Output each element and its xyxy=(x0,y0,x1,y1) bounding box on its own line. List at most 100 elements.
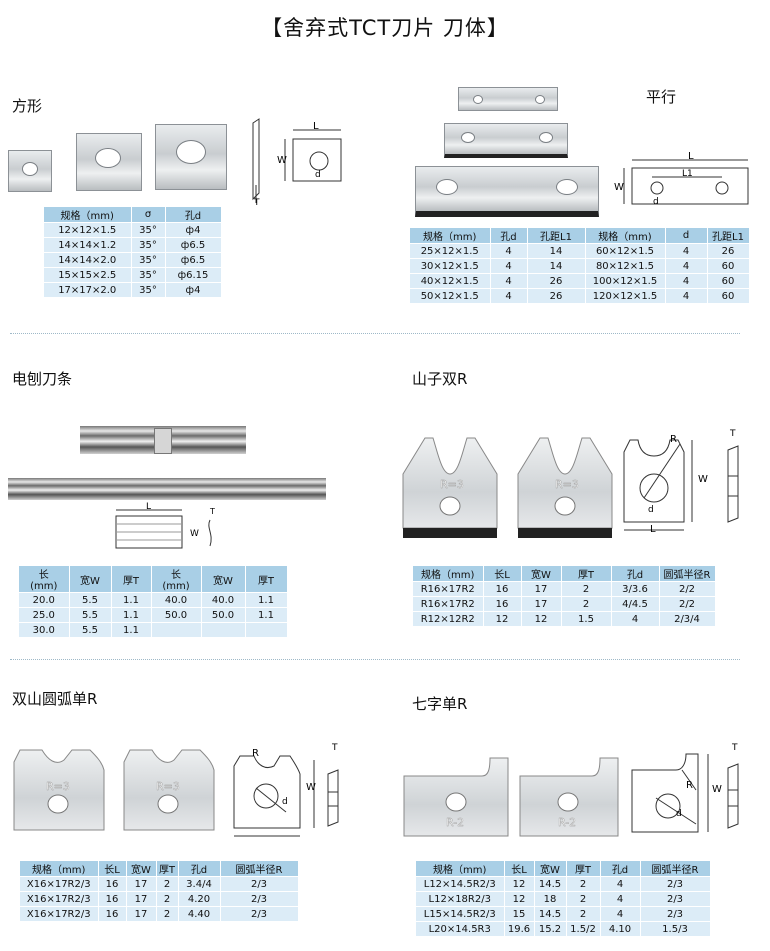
table-cell: 25×12×1.5 xyxy=(410,243,491,259)
table-cell: 2/2 xyxy=(659,581,716,597)
table-cell: 4 xyxy=(490,288,528,304)
svg-text:R=3: R=3 xyxy=(46,780,70,793)
column-header: 孔d xyxy=(178,861,221,877)
table-cell: 17 xyxy=(126,906,157,922)
table-cell: 4/4.5 xyxy=(611,596,660,612)
table-cell: ф6.5 xyxy=(165,252,222,268)
table-cell: 14.5 xyxy=(534,906,567,922)
seven-single-r-blade-2: R-2 xyxy=(519,757,619,837)
table-cell: 17 xyxy=(126,876,157,892)
column-header: 孔距L1 xyxy=(707,228,750,244)
column-header: 长 (mm) xyxy=(19,566,70,593)
table-cell: 4 xyxy=(665,258,708,274)
table-cell: 14 xyxy=(527,243,586,259)
table-cell: 4.20 xyxy=(178,891,221,907)
parallel-blade-40 xyxy=(444,123,568,158)
page-title: 【舍弃式TCT刀片 刀体】 xyxy=(261,16,509,40)
seven-single-r-blade-1: R-2 xyxy=(403,757,509,837)
table-cell: 16 xyxy=(483,581,522,597)
column-header: 厚T xyxy=(245,566,288,593)
table-cell: L20×14.5R3 xyxy=(416,921,505,937)
table-cell: X16×17R2/3 xyxy=(20,891,99,907)
table-cell: 2/3 xyxy=(220,876,299,892)
svg-text:d: d xyxy=(653,197,659,207)
double-r-blade-2: R=3 xyxy=(517,437,613,538)
table-cell: 3.4/4 xyxy=(178,876,221,892)
arc-single-r-blade-2: R=3 xyxy=(123,749,215,831)
svg-text:d: d xyxy=(648,505,654,515)
parallel-blade-60 xyxy=(415,166,599,217)
table-cell: 30.0 xyxy=(19,622,70,638)
table-cell: 2 xyxy=(156,891,179,907)
svg-text:R: R xyxy=(686,780,693,791)
table-cell: 4 xyxy=(600,906,641,922)
table-cell: 15×15×2.5 xyxy=(44,267,132,283)
svg-text:L: L xyxy=(650,524,656,535)
column-header: 圆弧半径R xyxy=(640,861,711,877)
table-cell: 17 xyxy=(521,596,562,612)
table-cell: R16×17R2 xyxy=(413,596,484,612)
column-header: 长L xyxy=(483,566,522,582)
table-cell: 2/3 xyxy=(640,906,711,922)
section-divider xyxy=(10,659,740,660)
svg-text:d: d xyxy=(282,797,288,807)
arc-single-r-blade-1: R=3 xyxy=(13,749,105,831)
table-cell: 20.0 xyxy=(19,592,70,608)
table-cell: 4 xyxy=(665,273,708,289)
table-cell: 12 xyxy=(504,891,535,907)
table-cell: 4 xyxy=(490,258,528,274)
double-r-blade-1: R=3 xyxy=(402,437,498,538)
table-cell: 4 xyxy=(490,243,528,259)
table-cell: 25.0 xyxy=(19,607,70,623)
table-cell: 1.1 xyxy=(111,592,152,608)
table-cell: 2/2 xyxy=(659,596,716,612)
section-divider xyxy=(10,333,740,334)
table-cell: 2/3/4 xyxy=(659,611,716,627)
section-title-square: 方形 xyxy=(12,97,43,115)
planer-bar-long xyxy=(8,478,326,500)
table-cell: X16×17R2/3 xyxy=(20,906,99,922)
table-cell: 15 xyxy=(504,906,535,922)
table-cell: 12×12×1.5 xyxy=(44,222,132,238)
column-header: 宽W xyxy=(534,861,567,877)
table-cell: 1.1 xyxy=(111,622,152,638)
table-cell: 3/3.6 xyxy=(611,581,660,597)
column-header: 宽W xyxy=(126,861,157,877)
table-cell: 26 xyxy=(707,243,750,259)
table-cell: 35° xyxy=(131,267,166,283)
svg-text:T: T xyxy=(209,507,215,516)
column-header: 厚T xyxy=(156,861,179,877)
column-header: 规格（mm) xyxy=(44,207,132,223)
square-blade-medium xyxy=(76,133,142,191)
table-cell: 35° xyxy=(131,237,166,253)
table-cell: 50×12×1.5 xyxy=(410,288,491,304)
svg-text:d: d xyxy=(676,809,682,819)
table-cell: L12×14.5R2/3 xyxy=(416,876,505,892)
table-cell: 1.1 xyxy=(245,592,288,608)
table-cell: 2 xyxy=(561,581,612,597)
table-cell: 2/3 xyxy=(220,891,299,907)
column-header: 孔距L1 xyxy=(527,228,586,244)
column-header: d xyxy=(665,228,708,244)
table-cell: R12×12R2 xyxy=(413,611,484,627)
table-cell: 1.5/3 xyxy=(640,921,711,937)
table-cell: 4 xyxy=(665,288,708,304)
table-cell: 50.0 xyxy=(151,607,202,623)
table-cell: 4.10 xyxy=(600,921,641,937)
table-cell: 1.1 xyxy=(111,607,152,623)
parallel-dimension-diagram: L L1 W d xyxy=(614,151,749,207)
table-cell: 17 xyxy=(126,891,157,907)
table-cell: 35° xyxy=(131,252,166,268)
